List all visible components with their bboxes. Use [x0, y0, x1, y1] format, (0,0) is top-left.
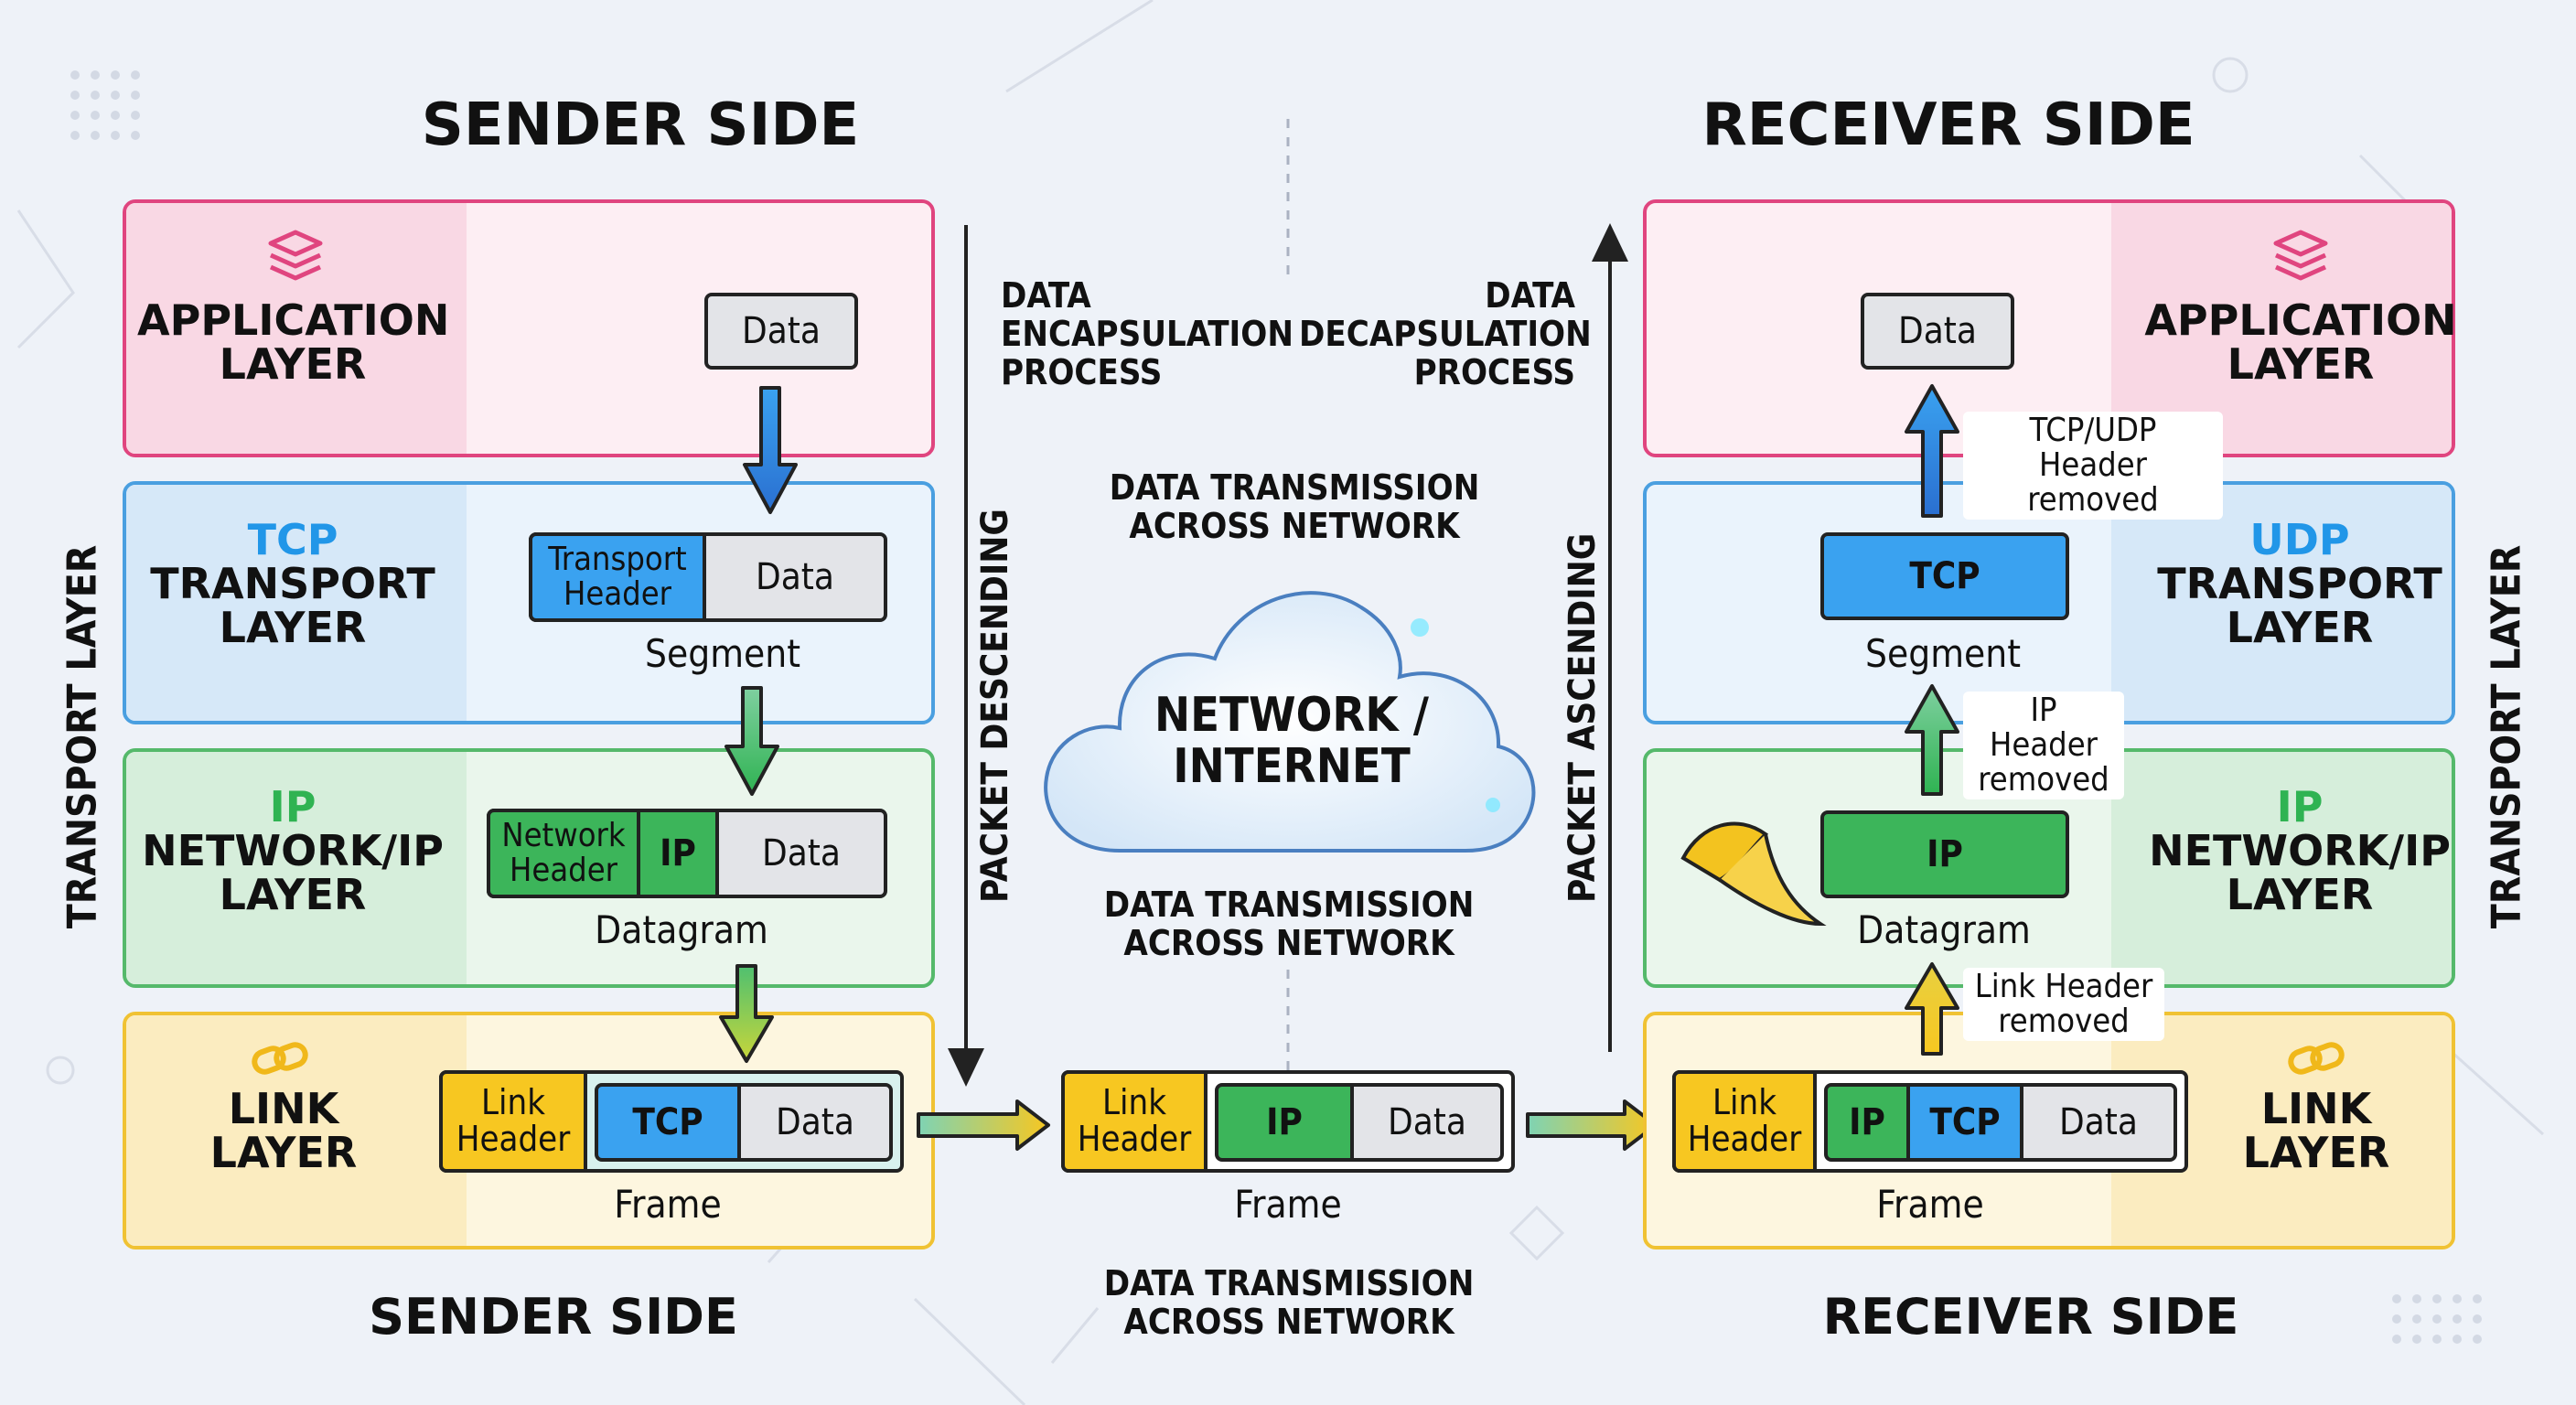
sender-network-layer-label: IP NETWORK/IP LAYER	[142, 782, 444, 919]
sender-datagram-caption: Datagram	[595, 907, 768, 952]
link-header-removed-note: Link Header removed	[1963, 968, 2164, 1041]
receiver-frame-tcp-cell: TCP	[1906, 1083, 2023, 1162]
receiver-ip-cell: IP	[1820, 810, 2069, 898]
sender-datagram-packet: Network Header IP Data	[487, 809, 887, 898]
sender-network-layer	[123, 748, 935, 988]
receiver-tcp-cell: TCP	[1820, 532, 2069, 620]
middle-frame-packet: Link Header IP Data	[1061, 1070, 1515, 1173]
sender-segment-packet: Transport Header Data	[529, 532, 887, 622]
receiver-frame-caption: Frame	[1876, 1182, 1984, 1227]
middle-ip-cell: IP	[1215, 1083, 1354, 1162]
tcp-cell: TCP	[595, 1083, 741, 1162]
middle-link-header-cell: Link Header	[1061, 1070, 1208, 1173]
network-header-cell: Network Header	[487, 809, 640, 898]
transmission-label-middle: DATA TRANSMISSION ACROSS NETWORK	[1103, 885, 1475, 963]
receiver-frame-data-cell: Data	[2020, 1083, 2177, 1162]
sender-side-footer: SENDER SIDE	[369, 1288, 738, 1346]
datagram-data-cell: Data	[715, 809, 887, 898]
ip-header-removed-note: IP Header removed	[1963, 692, 2124, 799]
chain-link-icon	[2288, 1042, 2345, 1075]
sender-application-layer-label: APPLICATION LAYER	[137, 295, 450, 389]
link-header-cell: Link Header	[439, 1070, 587, 1173]
receiver-segment-caption: Segment	[1864, 631, 2022, 676]
cloud-icon	[1044, 591, 1536, 853]
chain-link-icon	[252, 1042, 308, 1075]
cloud-label: NETWORK / INTERNET	[1154, 688, 1430, 794]
transmission-label-top: DATA TRANSMISSION ACROSS NETWORK	[1109, 467, 1480, 546]
layers-icon	[268, 230, 323, 281]
receiver-side-heading: RECEIVER SIDE	[1701, 91, 2195, 159]
transport-header-cell: Transport Header	[529, 532, 706, 622]
transmission-label-bottom: DATA TRANSMISSION ACROSS NETWORK	[1103, 1263, 1475, 1342]
receiver-frame-ip-cell: IP	[1824, 1083, 1910, 1162]
receiver-app-data-cell: Data	[1861, 293, 2014, 370]
encapsulation-label: DATA ENCAPSULATION PROCESS	[1001, 275, 1293, 392]
receiver-datagram-caption: Datagram	[1857, 907, 2031, 952]
receiver-link-layer-label: LINK LAYER	[2242, 1084, 2390, 1177]
sender-side-heading: SENDER SIDE	[421, 91, 860, 159]
decapsulation-label: DATA DECAPSULATION PROCESS	[1299, 275, 1592, 392]
middle-frame-caption: Frame	[1234, 1182, 1342, 1227]
receiver-application-layer-label: APPLICATION LAYER	[2144, 295, 2457, 389]
layers-icon	[2273, 230, 2328, 281]
sender-transport-layer-label: TCP TRANSPORT LAYER	[150, 515, 435, 652]
sender-link-layer-label: LINK LAYER	[209, 1084, 358, 1177]
receiver-transport-layer-label: UDP TRANSPORT LAYER	[2157, 515, 2442, 652]
sender-segment-caption: Segment	[644, 631, 801, 676]
frame-data-cell: Data	[737, 1083, 893, 1162]
middle-data-cell: Data	[1350, 1083, 1504, 1162]
sender-frame-caption: Frame	[614, 1182, 722, 1227]
tcp-udp-header-removed-note: TCP/UDP Header removed	[1963, 412, 2223, 520]
segment-data-cell: Data	[703, 532, 887, 622]
sender-frame-packet: Link Header TCP Data	[439, 1070, 904, 1173]
receiver-frame-packet: Link Header IP TCP Data	[1672, 1070, 2188, 1173]
receiver-side-footer: RECEIVER SIDE	[1822, 1288, 2239, 1346]
receiver-network-layer-label: IP NETWORK/IP LAYER	[2149, 782, 2451, 919]
sender-app-data-cell: Data	[704, 293, 858, 370]
receiver-link-header-cell: Link Header	[1672, 1070, 1817, 1173]
